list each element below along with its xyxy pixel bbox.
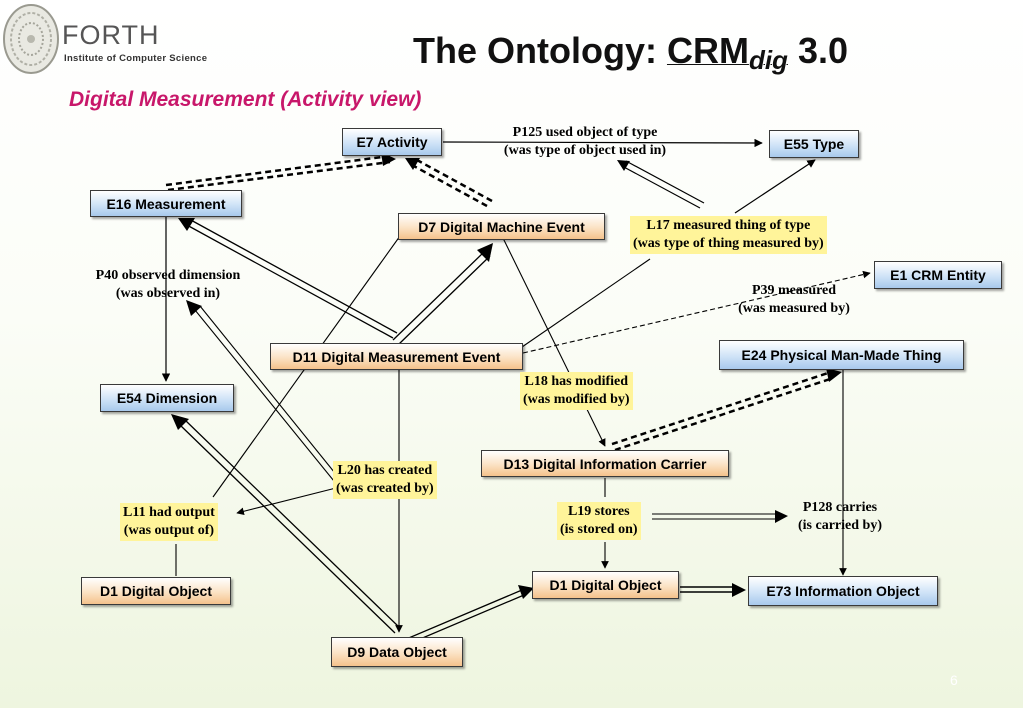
- edge-l20-to-l11: [236, 487, 337, 516]
- page-subtitle: Digital Measurement (Activity view): [69, 88, 422, 111]
- edge-p128: [652, 510, 788, 523]
- logo-institute: Institute of Computer Science: [64, 53, 208, 64]
- edge-d11-to-l17: [521, 258, 651, 348]
- label-p39: P39 measured(was measured by): [738, 283, 850, 316]
- logo-wordmark: FORTH: [62, 20, 160, 50]
- label-l19: L19 stores(is stored on): [557, 502, 641, 540]
- edge-d13-is-a-e24: [611, 368, 842, 452]
- node-e54-dimension: E54 Dimension: [100, 384, 234, 412]
- label-p40: P40 observed dimension(was observed in): [95, 268, 241, 301]
- title-crm-subscript: dig: [748, 45, 788, 75]
- label-l17: L17 measured thing of type(was type of t…: [630, 216, 827, 254]
- node-d13-digital-information-carrier: D13 Digital Information Carrier: [481, 450, 729, 477]
- edge-d11-to-e16: [178, 218, 398, 339]
- node-e7-activity: E7 Activity: [342, 128, 442, 156]
- node-e16-measurement: E16 Measurement: [90, 190, 242, 217]
- label-p125: P125 used object of type(was type of obj…: [503, 125, 667, 158]
- page-title: The Ontology: CRMdig 3.0: [413, 30, 848, 76]
- node-d7-digital-machine-event: D7 Digital Machine Event: [398, 213, 605, 240]
- node-d1-digital-object-mid: D1 Digital Object: [532, 571, 679, 599]
- forth-seal-icon: [3, 4, 59, 74]
- node-d1-digital-object-left: D1 Digital Object: [81, 577, 231, 605]
- label-p128: P128 carries(is carried by): [798, 500, 882, 533]
- edge-l17-to-e55-secondary: [617, 160, 705, 209]
- edge-d9-to-e54: [171, 414, 401, 634]
- edge-d1-to-e73: [680, 583, 746, 597]
- edge-d11-to-d7: [392, 243, 493, 345]
- node-d11-digital-measurement-event: D11 Digital Measurement Event: [270, 343, 523, 370]
- title-crm: CRMdig: [666, 30, 788, 75]
- edge-p39: [522, 270, 871, 354]
- title-suffix: 3.0: [787, 30, 848, 71]
- label-l20: L20 has created(was created by): [333, 461, 437, 499]
- edge-d7-is-a-e7: [405, 158, 493, 208]
- edge-e16-is-a-e7: [165, 152, 396, 192]
- node-e1-crm-entity: E1 CRM Entity: [874, 261, 1002, 289]
- edge-l20-to-p40: [186, 300, 344, 487]
- edge-l17-to-e55: [734, 159, 816, 214]
- edge-d9-to-d1: [403, 585, 534, 646]
- edge-p125: [442, 138, 763, 148]
- node-e55-type: E55 Type: [769, 130, 859, 158]
- node-d9-data-object: D9 Data Object: [331, 637, 463, 667]
- forth-logo: FORTH Institute of Computer Science: [0, 0, 290, 80]
- label-l18: L18 has modified(was modified by): [520, 372, 633, 410]
- title-prefix: The Ontology:: [413, 30, 667, 71]
- node-e73-information-object: E73 Information Object: [748, 576, 938, 606]
- edge-l18: [501, 235, 606, 447]
- label-l11: L11 had output(was output of): [120, 503, 218, 541]
- node-e24-physical-man-made-thing: E24 Physical Man-Made Thing: [719, 340, 964, 370]
- page-number: 6: [950, 672, 958, 688]
